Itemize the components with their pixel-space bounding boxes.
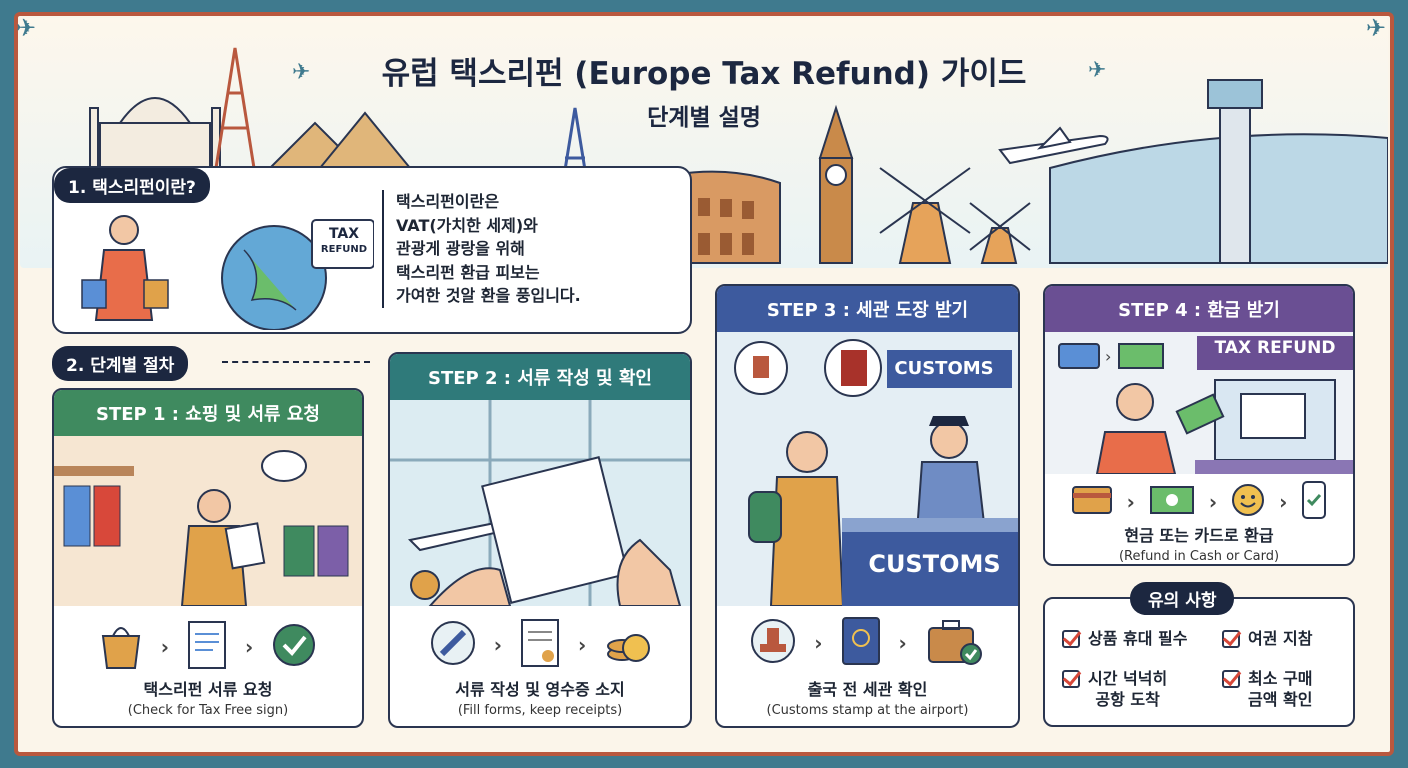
note-line: 금액 확인 [1248, 690, 1313, 709]
page-title: 유럽 택스리펀 (Europe Tax Refund) 가이드 [381, 56, 1027, 92]
notes-title: 유의 사항 [1130, 582, 1235, 615]
checkbox-icon [1062, 630, 1080, 648]
step-1-caption: 택스리펀 서류 요청 (Check for Tax Free sign) [54, 676, 362, 718]
chevron-right-icon: › [1126, 490, 1135, 514]
intro-label: 1. 택스리펀이란? [54, 168, 210, 203]
note-item: 최소 구매 금액 확인 [1222, 668, 1312, 710]
step-2-caption-ko: 서류 작성 및 영수증 소지 [455, 680, 625, 699]
pen-icon [430, 620, 476, 670]
chevron-right-icon: › [814, 631, 823, 655]
form-document-icon [187, 620, 227, 674]
chevron-right-icon: › [1208, 490, 1218, 514]
step-4-panel: STEP 4 : 환급 받기 › TAX REFUND › › › 현금 또는 … [1043, 284, 1355, 566]
note-line: 공항 도착 [1095, 690, 1160, 709]
chevron-right-icon: › [898, 631, 907, 655]
smiley-icon [1231, 483, 1265, 521]
note-item: 상품 휴대 필수 [1062, 628, 1187, 649]
step-2-panel: STEP 2 : 서류 작성 및 확인 › › 서류 작성 및 영수증 소지 (… [388, 352, 692, 728]
chevron-right-icon: › [578, 633, 587, 657]
tax-refund-counter-sign: TAX REFUND [1214, 338, 1336, 358]
customs-desk-sign: CUSTOMS [868, 550, 1001, 578]
stamp-icon [750, 618, 796, 668]
note-line: 상품 휴대 필수 [1088, 629, 1188, 648]
checkbox-icon [1222, 670, 1240, 688]
credit-card-icon [1071, 485, 1113, 519]
customs-illustration [717, 332, 1018, 606]
step-3-caption-en: (Customs stamp at the airport) [766, 703, 969, 718]
intro-text: 택스리펀이란은 VAT(가치한 세제)와 관광게 광랑을 위해 택스리펀 환급 … [382, 190, 581, 308]
airplane-icon: ✈ [1366, 14, 1387, 42]
note-line: 여권 지참 [1248, 629, 1313, 648]
refund-counter-illustration: › [1045, 332, 1353, 474]
page-subtitle: 단계별 설명 [647, 105, 761, 131]
tax-refund-sign: TAX REFUND [314, 226, 374, 258]
intro-line: 관광게 광랑을 위해 [396, 239, 525, 258]
chevron-right-icon: › [160, 635, 169, 659]
passport-icon [841, 616, 881, 670]
customs-sign-top: CUSTOMS [894, 358, 994, 379]
chevron-right-icon: › [245, 635, 254, 659]
sign-line-2: REFUND [320, 244, 368, 255]
step-4-icons: › › › [1045, 480, 1353, 524]
airplane-icon: ✈ [292, 60, 311, 85]
cash-icon [1149, 485, 1195, 519]
shopping-bag-icon [99, 620, 143, 674]
step-2-header: STEP 2 : 서류 작성 및 확인 [390, 354, 690, 400]
intro-line: 택스리펀이란은 [396, 192, 500, 211]
intro-line: 가여한 것알 환을 풍입니다. [396, 286, 581, 305]
steps-label: 2. 단계별 절차 [52, 346, 189, 381]
shopping-illustration [54, 436, 362, 606]
checkbox-icon [1062, 670, 1080, 688]
step-2-caption: 서류 작성 및 영수증 소지 (Fill forms, keep receipt… [390, 676, 690, 718]
step-3-caption-ko: 출국 전 세관 확인 [807, 680, 928, 699]
svg-text:›: › [1105, 347, 1111, 366]
step-3-caption: 출국 전 세관 확인 (Customs stamp at the airport… [717, 676, 1018, 718]
step-4-header: STEP 4 : 환급 받기 [1045, 286, 1353, 332]
step-1-header: STEP 1 : 쇼핑 및 서류 요청 [54, 390, 362, 436]
intro-line: 택스리펀 환급 피보는 [396, 262, 540, 282]
airplane-icon: ✈ [1088, 58, 1107, 83]
sign-line-1: TAX [328, 226, 360, 242]
coins-icon [604, 618, 651, 672]
checkbox-icon [1222, 630, 1240, 648]
tax-refund-illustration [81, 215, 374, 330]
airplane-icon: ✈ [16, 14, 37, 42]
step-4-caption-ko: 현금 또는 카드로 환급 [1124, 526, 1274, 545]
step-4-caption-en: (Refund in Cash or Card) [1118, 549, 1280, 564]
filling-form-illustration [390, 400, 690, 606]
step-1-panel: STEP 1 : 쇼핑 및 서류 요청 › › 택스리펀 서류 요청 (Chec… [52, 388, 364, 728]
step-1-icons: › › [54, 620, 362, 674]
note-line: 최소 구매 [1248, 669, 1313, 688]
step-4-caption: 현금 또는 카드로 환급 (Refund in Cash or Card) [1045, 522, 1353, 564]
chevron-right-icon: › [1279, 490, 1288, 514]
phone-check-icon [1301, 480, 1327, 524]
step-3-panel: STEP 3 : 세관 도장 받기 CUSTOMS CUSTOMS › › 출국… [715, 284, 1020, 728]
note-line: 시간 넉넉히 [1088, 669, 1168, 688]
note-item: 시간 넉넉히 공항 도착 [1062, 668, 1167, 710]
step-3-header: STEP 3 : 세관 도장 받기 [717, 286, 1018, 332]
step-3-icons: › › [717, 616, 1018, 670]
receipt-icon [520, 618, 560, 672]
intro-line: VAT(가치한 세제)와 [396, 215, 538, 235]
divider [222, 361, 370, 363]
note-item: 여권 지참 [1222, 628, 1312, 649]
check-circle-icon [271, 622, 317, 672]
step-1-caption-en: (Check for Tax Free sign) [127, 703, 289, 718]
step-2-caption-en: (Fill forms, keep receipts) [457, 703, 623, 718]
chevron-right-icon: › [493, 633, 502, 657]
step-2-icons: › › [390, 618, 690, 672]
step-1-caption-ko: 택스리펀 서류 요청 [143, 680, 273, 699]
suitcase-check-icon [925, 616, 985, 670]
